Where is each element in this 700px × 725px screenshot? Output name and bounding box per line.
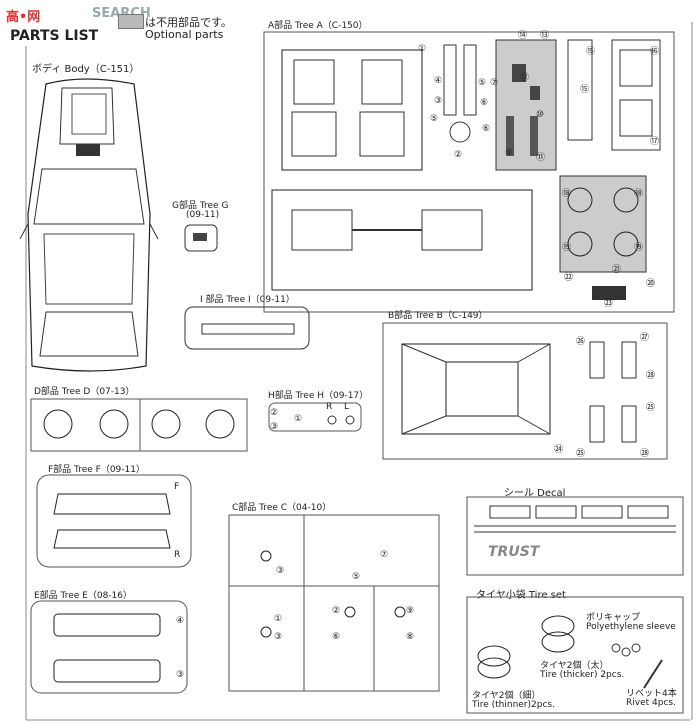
- decal-label: シール Decal: [504, 488, 566, 499]
- tree-g-code: (09-11): [186, 210, 220, 220]
- tree-b-label: B部品 Tree B（C-149）: [388, 311, 488, 321]
- part-num-11: ⑪: [536, 153, 546, 163]
- part-num-18b: ⑱: [634, 189, 644, 199]
- tree-d-label: D部品 Tree D（07-13）: [34, 387, 135, 397]
- part-num-16: ⑯: [650, 47, 660, 57]
- part-num-5b: ⑤: [478, 78, 487, 88]
- part-num-22: ㉒: [564, 273, 574, 283]
- part-num-12: ⑫: [520, 73, 530, 83]
- part-num-14: ⑭: [518, 31, 528, 41]
- part-num-7: ⑦: [490, 78, 499, 88]
- parts-list-title: PARTS LIST: [10, 28, 99, 44]
- part-num-10: ⑩: [536, 110, 545, 120]
- part-num-3-h: ③: [270, 422, 279, 432]
- part-num-25: ㉕: [576, 449, 586, 459]
- tire-thick-en: Tire (thicker) 2pcs.: [540, 670, 625, 680]
- tree-h-r: R: [326, 402, 333, 412]
- tire-set-drawing: [466, 596, 684, 714]
- tree-f-drawing: [36, 474, 192, 568]
- part-num-6: ⑥: [482, 124, 491, 134]
- part-num-3: ③: [434, 96, 443, 106]
- part-num-15: ⑮: [586, 47, 596, 57]
- part-num-25a: ㉕: [646, 403, 656, 413]
- part-num-27: ㉗: [640, 333, 650, 343]
- tree-h-drawing: [268, 402, 362, 432]
- tree-a-drawing: [263, 31, 675, 313]
- tree-h-l: L: [344, 402, 350, 412]
- part-num-3-e: ③: [176, 670, 185, 680]
- poly-cap-jp: ポリキャップ: [586, 613, 641, 623]
- part-num-18: ⑱: [562, 189, 572, 199]
- decal-sheet: [466, 496, 684, 576]
- part-num-3-c2: ③: [274, 632, 283, 642]
- part-num-24: ㉔: [554, 445, 564, 455]
- part-num-20: ⑳: [646, 279, 656, 289]
- tire-thin-en: Tire (thinner)2pcs.: [472, 700, 555, 710]
- part-num-6-c: ⑥: [332, 632, 341, 642]
- part-num-5: ⑤: [430, 114, 439, 124]
- part-num-4: ④: [434, 76, 443, 86]
- tree-b-drawing: [382, 322, 668, 460]
- part-num-28a: ㉘: [646, 371, 656, 381]
- part-num-21: ㉑: [612, 265, 622, 275]
- part-num-1-c: ①: [274, 614, 283, 624]
- part-num-13: ⑬: [540, 31, 550, 41]
- part-num-19b: ⑲: [634, 243, 644, 253]
- poly-cap-en: Polyethylene sleeve: [586, 622, 676, 632]
- part-num-26: ㉖: [576, 337, 586, 347]
- legend-en: Optional parts: [145, 28, 224, 41]
- tree-c-drawing: [228, 514, 440, 692]
- tree-f-f: F: [174, 482, 180, 492]
- tree-i-part: [184, 306, 310, 350]
- legend-jp: は不用部品です。: [145, 16, 232, 29]
- tire-thick-jp: タイヤ2個（太）: [540, 661, 609, 671]
- part-num-1-h: ①: [294, 414, 303, 424]
- tree-g-label: G部品 Tree G: [172, 201, 229, 211]
- tree-g-part: [184, 224, 218, 252]
- part-num-15b: ⑮: [580, 85, 590, 95]
- part-num-28: ㉘: [640, 449, 650, 459]
- part-num-5-c: ⑤: [352, 572, 361, 582]
- tree-d-drawing: [30, 398, 248, 452]
- part-num-2: ②: [454, 150, 463, 160]
- tree-e-drawing: [30, 600, 188, 694]
- tree-f-label: F部品 Tree F（09-11）: [48, 465, 145, 475]
- part-num-6b: ⑥: [480, 98, 489, 108]
- part-num-17: ⑰: [650, 137, 660, 147]
- tire-thin-jp: タイヤ2個（細）: [472, 691, 541, 701]
- tree-e-label: E部品 Tree E（08-16）: [34, 591, 132, 601]
- part-num-4-e: ④: [176, 616, 185, 626]
- tree-c-label: C部品 Tree C（04-10）: [232, 503, 332, 513]
- site-logo: 高•网: [6, 10, 41, 25]
- tire-set-label: タイヤ小袋 Tire set: [476, 590, 566, 601]
- part-num-19: ⑲: [562, 243, 572, 253]
- part-num-1: ①: [418, 44, 427, 54]
- rivet-jp: リベット4本: [626, 689, 677, 699]
- part-num-23: ㉓: [604, 299, 614, 309]
- tree-i-label: I 部品 Tree I（09-11）: [200, 295, 295, 305]
- part-num-2-c: ②: [332, 606, 341, 616]
- optional-parts-swatch: [118, 14, 144, 29]
- trust-decal-logo: TRUST: [488, 544, 540, 560]
- part-num-8-c: ⑧: [406, 632, 415, 642]
- rivet-en: Rivet 4pcs.: [626, 698, 676, 708]
- body-label: ボディ Body（C-151）: [32, 64, 140, 75]
- part-num-3-c: ③: [276, 566, 285, 576]
- tree-h-label: H部品 Tree H（09-17）: [268, 391, 369, 401]
- tree-f-r: R: [174, 550, 181, 560]
- body-drawing: [19, 78, 159, 372]
- part-num-9: ⑨: [505, 148, 514, 158]
- part-num-7-c: ⑦: [380, 550, 389, 560]
- part-num-9-c: ⑨: [406, 606, 415, 616]
- tree-a-label: A部品 Tree A（C-150）: [268, 21, 368, 31]
- part-num-2-h: ②: [270, 408, 279, 418]
